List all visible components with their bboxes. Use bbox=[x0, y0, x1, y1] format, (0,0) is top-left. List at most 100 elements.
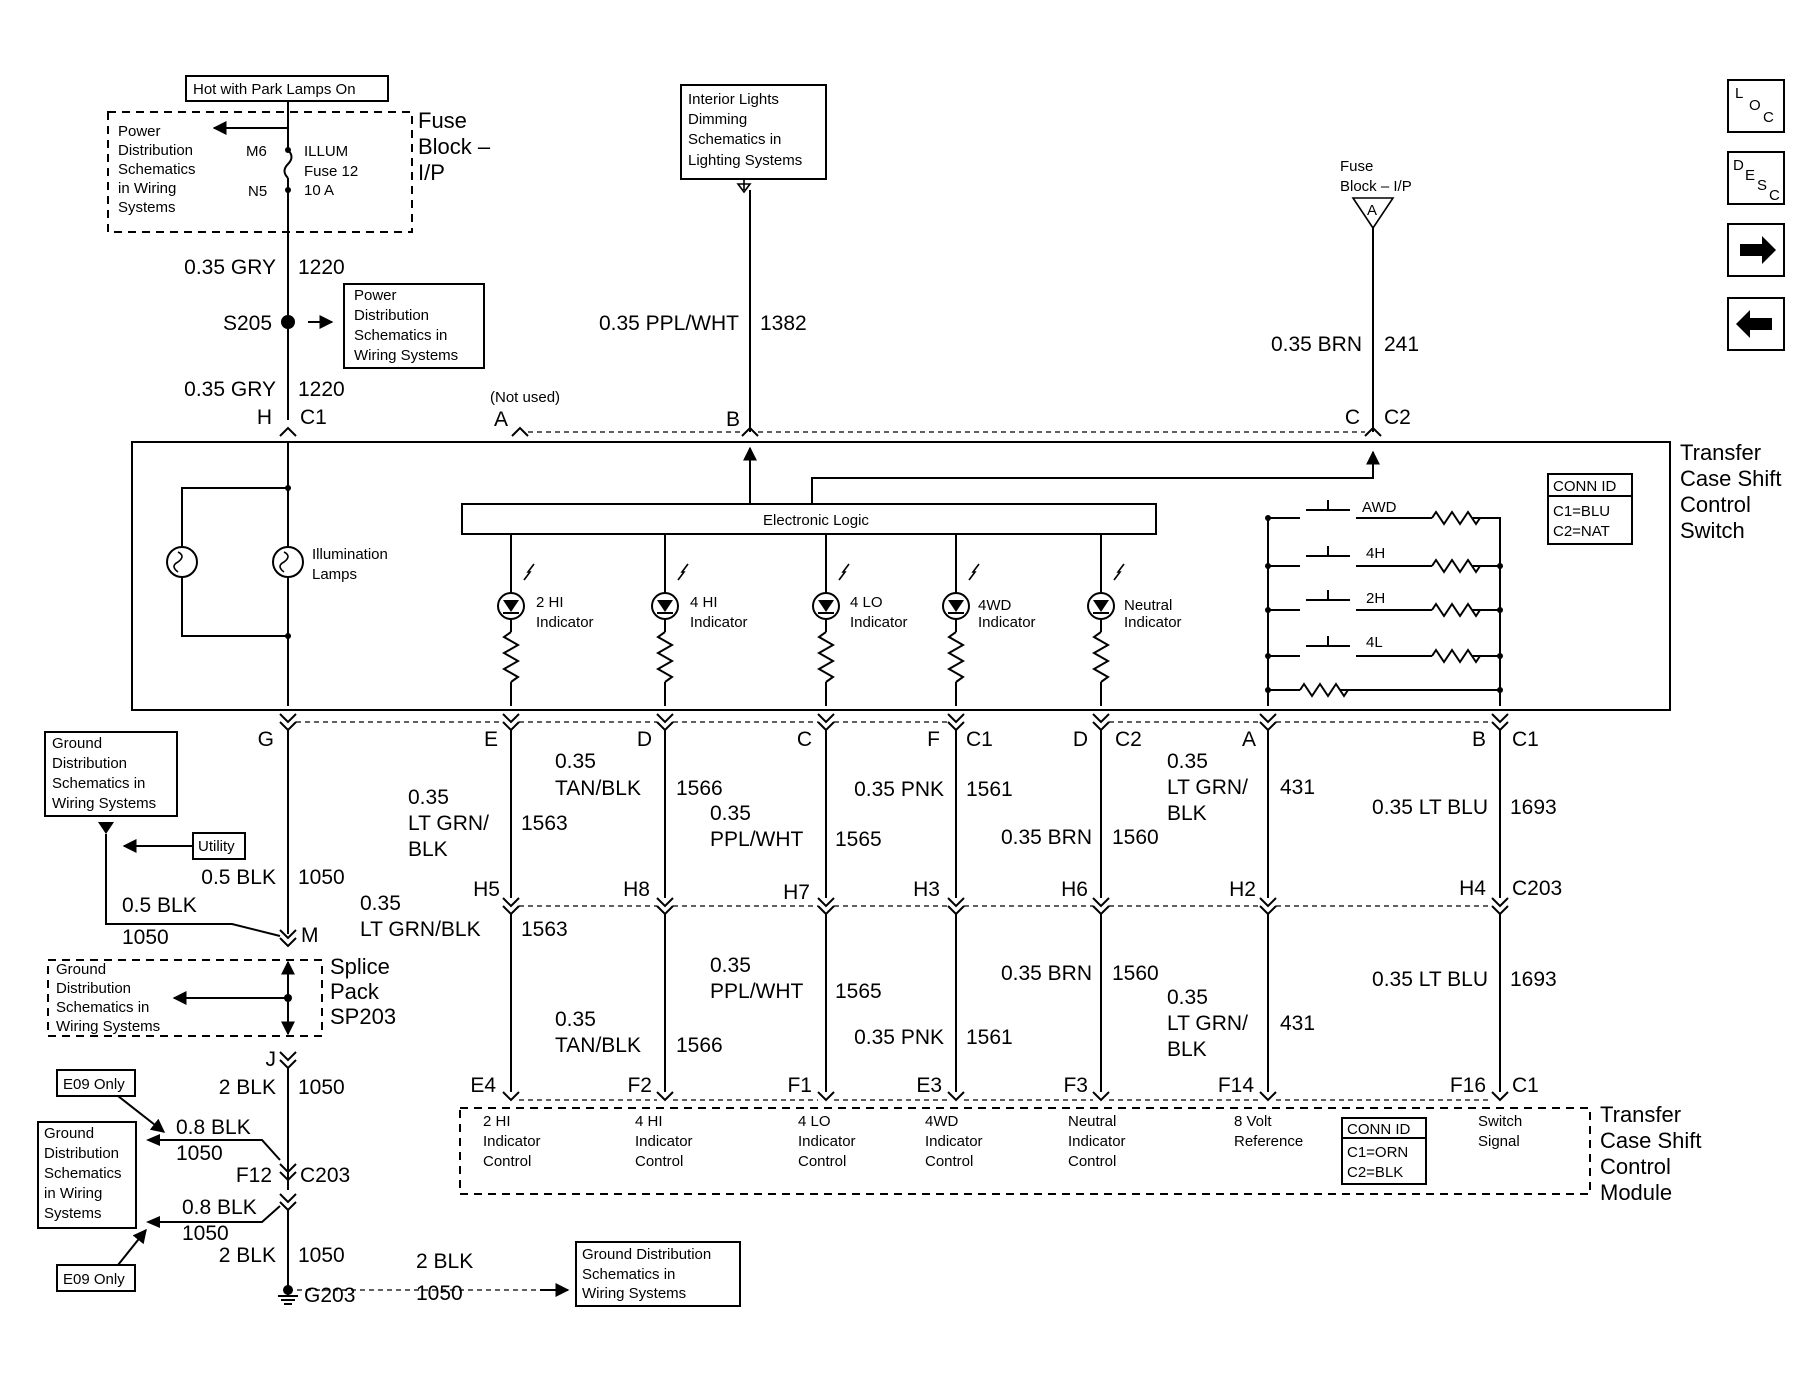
pin-b: B bbox=[726, 408, 740, 431]
ground-g203-icon bbox=[278, 1290, 298, 1305]
pin-e: E bbox=[484, 728, 498, 751]
indicator-label: Neutral bbox=[1124, 597, 1172, 614]
svg-text:8 Volt: 8 Volt bbox=[1234, 1113, 1272, 1130]
utility-ref[interactable]: Utility bbox=[192, 832, 246, 860]
transfer-case-shift-control-module bbox=[459, 1107, 1591, 1195]
desc-button[interactable]: D E S C bbox=[1727, 151, 1785, 205]
ground-distribution-ref-splice[interactable]: Ground Distribution Schematics in Wiring… bbox=[56, 961, 160, 1035]
svg-text:Signal: Signal bbox=[1478, 1133, 1520, 1150]
svg-text:Indicator: Indicator bbox=[978, 614, 1036, 631]
circuit-number: 1050 bbox=[298, 1244, 345, 1267]
svg-text:Wiring Systems: Wiring Systems bbox=[52, 795, 156, 812]
module-label-4wd: 4WD Indicator Control bbox=[925, 1113, 983, 1170]
fuse-name: ILLUM bbox=[304, 143, 348, 160]
svg-text:Control: Control bbox=[483, 1153, 531, 1170]
pin-f16: F16 bbox=[1450, 1074, 1486, 1097]
wire-label: 0.5 BLK bbox=[122, 894, 197, 917]
ground-ref-arrow-icon bbox=[146, 1216, 160, 1228]
svg-text:BLK: BLK bbox=[1167, 802, 1207, 825]
ground-distribution-ref-g203[interactable]: Ground Distribution Schematics in Wiring… bbox=[575, 1241, 741, 1307]
circuit-number: 431 bbox=[1280, 1012, 1315, 1035]
pin-b: B bbox=[1472, 728, 1486, 751]
power-distribution-ref-s205[interactable]: Power Distribution Schematics in Wiring … bbox=[343, 283, 485, 369]
pin-h: H bbox=[257, 406, 272, 429]
module-label-switch-signal: Switch Signal bbox=[1478, 1113, 1522, 1150]
arrow-left-icon bbox=[1736, 310, 1772, 338]
ground-distribution-ref-bottom[interactable]: Ground Distribution Schematics in Wiring… bbox=[37, 1121, 137, 1229]
circuit-number: 1220 bbox=[298, 378, 345, 401]
pin-a: A bbox=[1242, 728, 1256, 751]
svg-text:Indicator: Indicator bbox=[1124, 614, 1182, 631]
arrow-right-icon bbox=[1740, 236, 1776, 264]
hot-with-park-lamps-label: Hot with Park Lamps On bbox=[185, 75, 389, 102]
desc-letter-c: C bbox=[1769, 187, 1780, 204]
svg-text:Indicator: Indicator bbox=[925, 1133, 983, 1150]
pin-m6: M6 bbox=[246, 143, 267, 160]
pin-f12: F12 bbox=[236, 1164, 272, 1187]
pin-m: M bbox=[301, 924, 319, 947]
svg-text:Neutral: Neutral bbox=[1068, 1113, 1116, 1130]
circuit-number: 1565 bbox=[835, 980, 882, 1003]
svg-text:4 HI: 4 HI bbox=[635, 1113, 663, 1130]
indicator-led-4hi bbox=[651, 534, 689, 706]
circuit-number: 1561 bbox=[966, 778, 1013, 801]
interior-lights-dimming-ref[interactable]: Interior Lights Dimming Schematics in Li… bbox=[680, 84, 827, 180]
wire-label: 0.5 BLK bbox=[201, 866, 276, 889]
wire-label: 0.35 bbox=[555, 750, 596, 773]
power-distribution-ref[interactable]: Power Distribution Schematics in Wiring … bbox=[118, 123, 196, 216]
svg-text:Ground: Ground bbox=[56, 961, 106, 978]
wire-label: 0.35 bbox=[555, 1008, 596, 1031]
wire-label: 0.35 bbox=[1167, 986, 1208, 1009]
svg-text:10 A: 10 A bbox=[304, 182, 334, 199]
circuit-number: 241 bbox=[1384, 333, 1419, 356]
circuit-number: 1050 bbox=[298, 866, 345, 889]
svg-text:Case Shift: Case Shift bbox=[1680, 466, 1782, 491]
circuit-number: 1382 bbox=[760, 312, 807, 335]
wire-label: 2 BLK bbox=[219, 1244, 276, 1267]
wire-label: 0.35 PNK bbox=[854, 778, 944, 801]
module-title: Transfer bbox=[1600, 1102, 1681, 1127]
circuit-number: 1050 bbox=[416, 1282, 463, 1305]
svg-text:Control: Control bbox=[1068, 1153, 1116, 1170]
svg-text:Distribution: Distribution bbox=[118, 142, 193, 159]
wire-label: 0.35 GRY bbox=[184, 378, 276, 401]
svg-text:Schematics in: Schematics in bbox=[56, 999, 149, 1016]
splice-s205-label: S205 bbox=[223, 312, 272, 335]
not-used-label: (Not used) bbox=[490, 389, 560, 406]
svg-text:Schematics in: Schematics in bbox=[582, 1266, 675, 1283]
svg-text:I/P: I/P bbox=[418, 160, 445, 185]
loc-letter-l: L bbox=[1735, 85, 1743, 102]
loc-button[interactable]: L O C bbox=[1727, 79, 1785, 133]
circuit-number: 1050 bbox=[176, 1142, 223, 1165]
pin-j: J bbox=[266, 1048, 277, 1071]
svg-text:C2=BLK: C2=BLK bbox=[1347, 1164, 1403, 1181]
pin-d: D bbox=[637, 728, 652, 751]
module-label-8v-reference: 8 Volt Reference bbox=[1234, 1113, 1303, 1150]
next-page-button[interactable] bbox=[1727, 223, 1785, 277]
circuit-number: 1565 bbox=[835, 828, 882, 851]
svg-text:Indicator: Indicator bbox=[850, 614, 908, 631]
svg-text:CONN ID: CONN ID bbox=[1553, 478, 1617, 495]
indicator-led-4wd bbox=[942, 534, 980, 706]
pin-g: G bbox=[258, 728, 274, 751]
svg-text:Ground Distribution: Ground Distribution bbox=[582, 1246, 711, 1263]
svg-text:Distribution: Distribution bbox=[52, 755, 127, 772]
switch-position-awd: AWD bbox=[1362, 499, 1397, 516]
svg-text:Systems: Systems bbox=[44, 1205, 102, 1222]
svg-text:4 LO: 4 LO bbox=[798, 1113, 831, 1130]
svg-text:Block – I/P: Block – I/P bbox=[1340, 178, 1412, 195]
switch-conn-id-box: CONN ID C1=BLU C2=NAT bbox=[1547, 473, 1633, 545]
svg-text:LT GRN/: LT GRN/ bbox=[1167, 776, 1248, 799]
svg-text:Splice: Splice bbox=[330, 954, 390, 979]
svg-text:C2=NAT: C2=NAT bbox=[1553, 523, 1610, 540]
previous-page-button[interactable] bbox=[1727, 297, 1785, 351]
svg-text:Module: Module bbox=[1600, 1180, 1672, 1205]
pin-f: F bbox=[927, 728, 940, 751]
ground-distribution-ref[interactable]: Ground Distribution Schematics in Wiring… bbox=[44, 731, 178, 817]
connector-c2: C2 bbox=[1384, 406, 1411, 429]
wire-label: 0.8 BLK bbox=[176, 1116, 251, 1139]
svg-text:4WD: 4WD bbox=[925, 1113, 959, 1130]
svg-text:LT GRN/BLK: LT GRN/BLK bbox=[360, 918, 481, 941]
connector-c203: C203 bbox=[1512, 877, 1562, 900]
